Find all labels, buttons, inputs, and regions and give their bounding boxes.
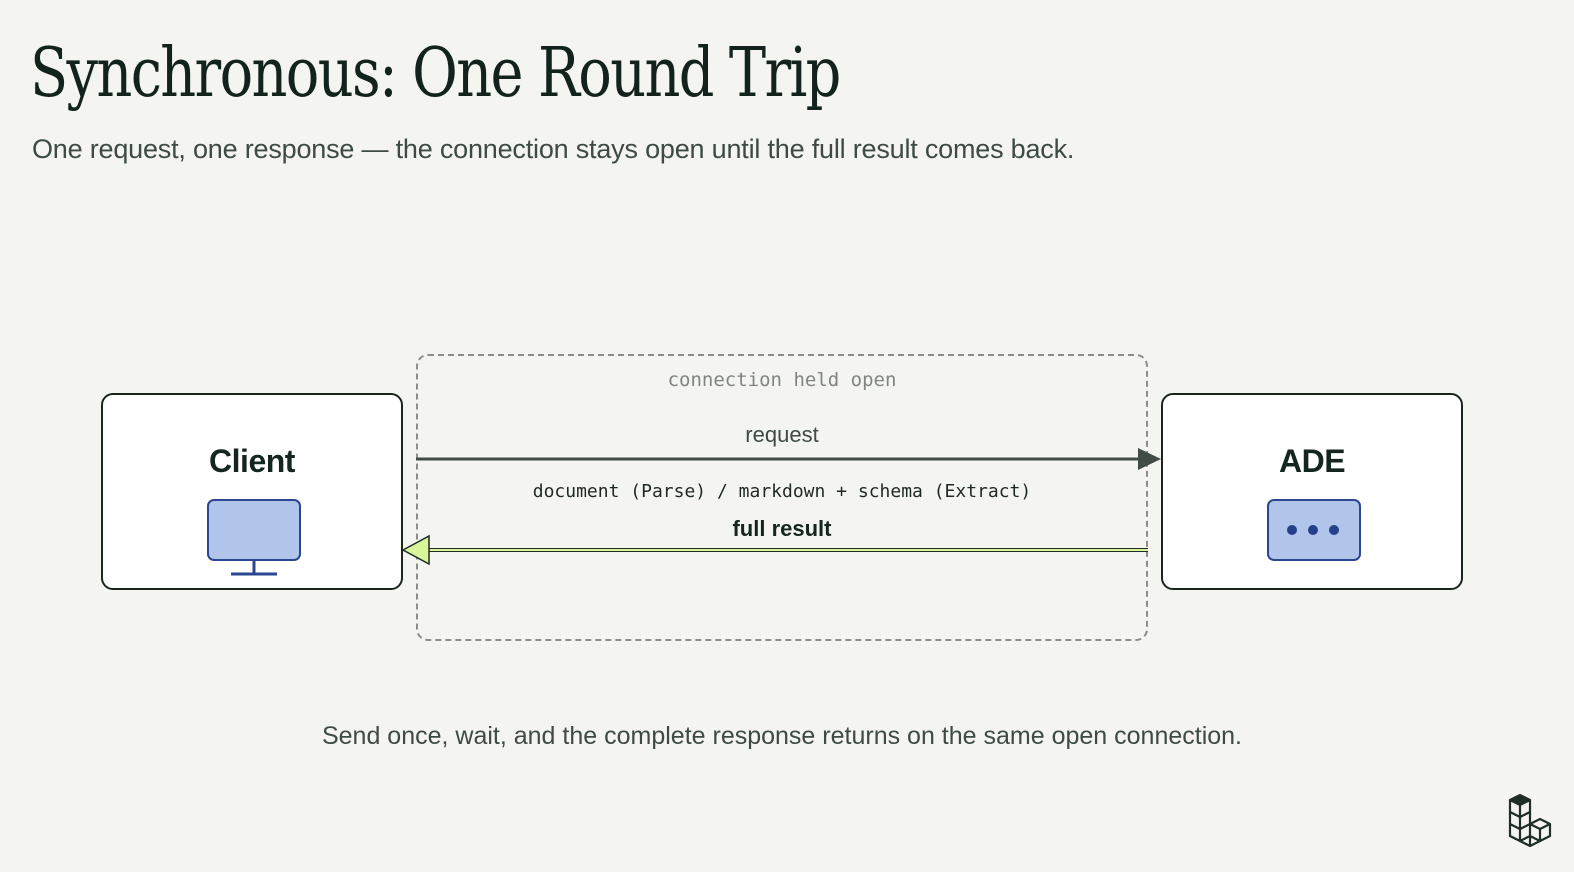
monitor-icon: [207, 499, 301, 576]
connection-label: connection held open: [667, 369, 897, 391]
client-label: Client: [209, 443, 295, 479]
request-arrow: [416, 448, 1161, 470]
more-dots-icon: [1267, 499, 1361, 561]
ade-label: ADE: [1278, 443, 1346, 479]
result-label: full result: [732, 516, 832, 541]
page-subtitle: One request, one response — the connecti…: [32, 134, 1075, 164]
result-arrow: [401, 534, 1148, 566]
request-label: request: [745, 422, 819, 447]
payload-label: document (Parse) / markdown + schema (Ex…: [532, 481, 1032, 502]
caption: Send once, wait, and the complete respon…: [321, 722, 1243, 750]
page-title: Synchronous: One Round Trip: [30, 34, 841, 113]
connection-held-open-box: [416, 354, 1148, 641]
client-node: Client: [101, 393, 403, 590]
ade-node: ADE: [1161, 393, 1463, 590]
stacked-cubes-logo: [1508, 793, 1552, 848]
